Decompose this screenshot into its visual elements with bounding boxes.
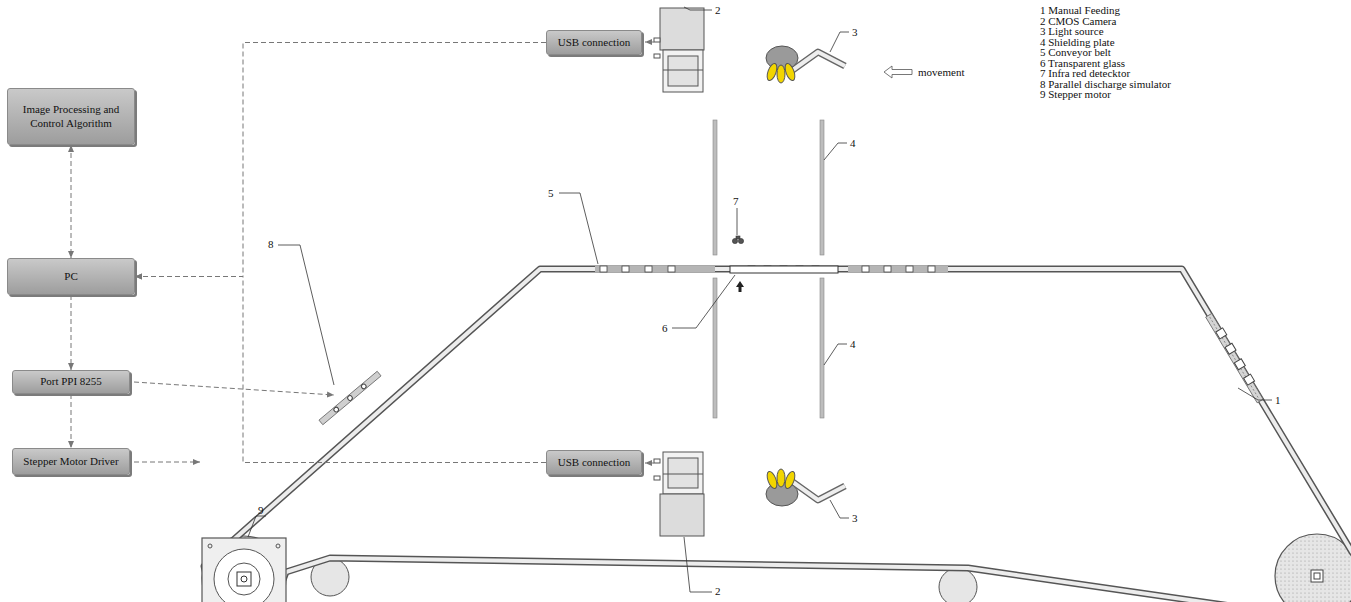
signal-line xyxy=(134,382,334,395)
leader-line xyxy=(684,7,712,10)
port-box: Port PPI 8255 xyxy=(12,370,130,394)
callout-number: 2 xyxy=(715,4,721,16)
signal-line xyxy=(134,462,200,463)
leader-line xyxy=(672,275,735,328)
conveyor-belt xyxy=(204,269,1351,602)
belt-piece xyxy=(622,266,629,272)
callout-number: 3 xyxy=(852,26,858,38)
callout-number: 9 xyxy=(258,504,264,516)
pc-box: PC xyxy=(7,258,135,295)
callout-number: 4 xyxy=(850,137,856,149)
belt-piece xyxy=(600,266,607,272)
movement-arrow xyxy=(884,66,912,78)
legend-line: 2 CMOS Camera xyxy=(1040,15,1116,27)
signal-connector xyxy=(71,394,72,448)
belt-piece xyxy=(862,266,869,272)
legend-line: 8 Parallel discharge simulator xyxy=(1040,78,1171,90)
callout-number: 8 xyxy=(268,238,274,250)
box-text: Port PPI 8255 xyxy=(40,375,102,388)
box-text: USB connection xyxy=(558,456,630,469)
callout-number: 4 xyxy=(850,338,856,350)
driver-box: Stepper Motor Driver xyxy=(12,448,130,475)
belt-piece xyxy=(645,266,652,272)
light-source xyxy=(765,46,845,83)
infrared-detector xyxy=(732,236,743,244)
leader-line xyxy=(1238,388,1272,400)
leader-line xyxy=(824,143,847,160)
end-pulley xyxy=(1275,534,1351,602)
light-source xyxy=(765,469,845,506)
leader-line xyxy=(830,500,849,518)
legend-line: 4 Shielding plate xyxy=(1040,36,1115,48)
box-text: PC xyxy=(64,270,77,283)
infrared-emitter xyxy=(736,281,744,292)
shielding-plate xyxy=(713,120,717,255)
box-text: Stepper Motor Driver xyxy=(23,455,118,468)
discharge-simulator xyxy=(319,371,381,424)
shielding-plate xyxy=(820,278,824,418)
usb-box: USB connection xyxy=(546,450,642,475)
leader-line xyxy=(830,32,849,52)
box-text: Image Processing and Control Algorithm xyxy=(14,103,128,129)
stepper-motor xyxy=(202,538,286,602)
drive-pulley xyxy=(202,536,286,602)
signal-connector xyxy=(71,295,72,370)
transparent-glass xyxy=(730,266,838,273)
leader-line xyxy=(559,193,598,264)
callout-number: 7 xyxy=(733,195,739,207)
signal-line xyxy=(645,463,654,464)
leader-line xyxy=(824,344,847,365)
legend-line: 1 Manual Feeding xyxy=(1040,4,1120,16)
legend-line: 7 Infra red detecktor xyxy=(1040,67,1130,79)
manual-feeding-tray xyxy=(1206,312,1265,402)
signal-line xyxy=(645,42,654,43)
callout-number: 2 xyxy=(715,585,721,597)
direction-label: movement xyxy=(918,66,964,78)
cmos-camera xyxy=(654,8,704,92)
idler-roller xyxy=(939,568,977,602)
legend-line: 3 Light source xyxy=(1040,25,1104,37)
usb-box: USB connection xyxy=(546,30,642,55)
belt-piece xyxy=(928,266,935,272)
shielding-plate xyxy=(713,278,717,418)
signal-connector xyxy=(135,43,546,277)
legend-line: 9 Stepper motor xyxy=(1040,88,1111,100)
callout-number: 5 xyxy=(548,187,554,199)
callout-number: 1 xyxy=(1275,394,1281,406)
callout-number: 6 xyxy=(662,322,668,334)
signal-connector xyxy=(71,145,72,258)
leader-line xyxy=(684,537,712,592)
cmos-camera xyxy=(654,452,704,536)
callout-number: 3 xyxy=(852,512,858,524)
belt-piece xyxy=(668,266,675,272)
legend-line: 5 Conveyor belt xyxy=(1040,46,1111,58)
belt-piece xyxy=(906,266,913,272)
belt-piece xyxy=(884,266,891,272)
shielding-plate xyxy=(820,120,824,255)
leader-line xyxy=(737,208,738,235)
leader-line xyxy=(278,245,334,385)
box-text: USB connection xyxy=(558,36,630,49)
legend-line: 6 Transparent glass xyxy=(1040,57,1125,69)
signal-connector xyxy=(135,277,546,463)
process-box: Image Processing and Control Algorithm xyxy=(7,88,135,145)
leader-line xyxy=(248,516,266,537)
